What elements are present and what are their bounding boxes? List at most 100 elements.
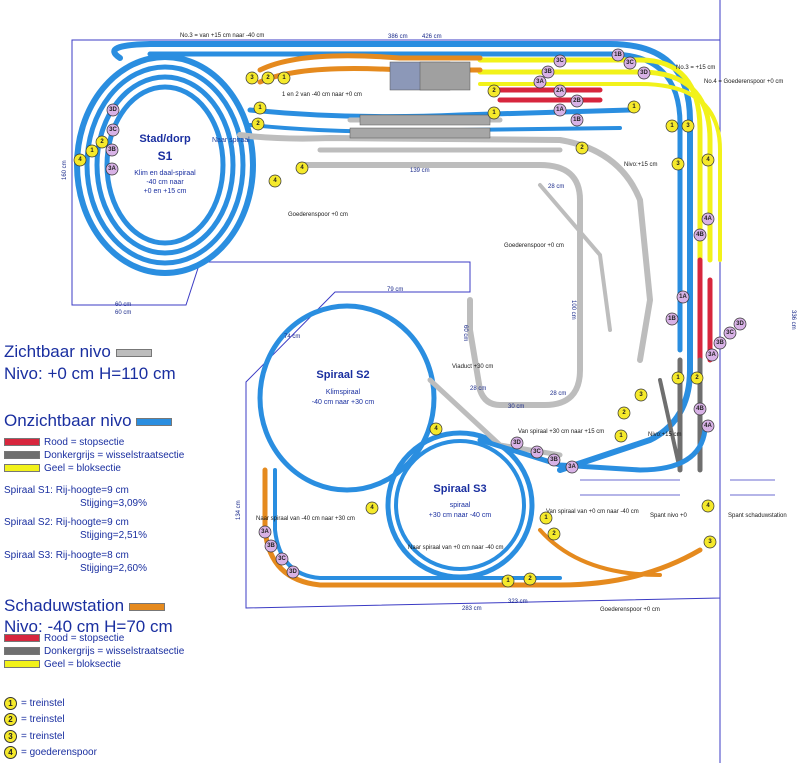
legend-grey-2: Donkergrijs = wisselstraatsectie [4,646,184,657]
spant-nivo: Spant nivo +0 [650,513,688,519]
marker-3d: 3D [286,565,300,579]
svg-text:1: 1 [492,110,496,116]
dim-134: 134 cm [236,500,242,520]
marker-1: 1 [277,71,291,85]
shadow-station-lower [262,427,708,588]
marker-1: 1 [627,100,641,114]
red-desc-2: = stopsectie [70,633,125,644]
marker-3d: 3D [510,436,524,450]
trestles [580,479,775,496]
naar-spiraal-label: Naar spiraal [212,137,250,144]
svg-text:4: 4 [78,157,82,163]
marker-3b: 3B [105,143,119,157]
marker-1a: 1A [676,290,690,304]
marker-1-icon: 1 [4,697,17,710]
yellow-swatch [4,464,40,473]
svg-text:2A: 2A [556,88,564,94]
svg-text:3: 3 [250,75,254,81]
marker-3c: 3C [106,123,120,137]
yellow-swatch-2 [4,660,40,669]
s2-title: Spiraal S2 [316,369,369,381]
dim-60-a: 60 cm [115,302,131,308]
grey-name: Donkergrijs [44,450,95,461]
marker-2: 2 [690,371,704,385]
svg-text:3B: 3B [108,147,116,153]
grey-desc: = wisselstraatsectie [97,450,185,461]
shadow-station-level: Nivo: -40 cm H=70 cm [4,617,173,636]
hidden-swatch [136,417,173,426]
grey-swatch [4,451,40,460]
dim-100: 100 cm [570,300,576,320]
legend-yellow: Geel = bloksectie [4,463,121,474]
marker-1: 1 [671,371,685,385]
marker-1b: 1B [570,113,584,127]
svg-text:4: 4 [273,178,277,184]
marker-3-desc: = treinstel [21,731,65,743]
marker-4a: 4A [701,419,715,433]
svg-text:4A: 4A [704,423,712,429]
marker-3a: 3A [258,525,272,539]
marker-3d: 3D [106,103,120,117]
svg-text:2: 2 [266,75,270,81]
svg-text:2: 2 [256,121,260,127]
s3-line1: spiraal [450,502,471,509]
legend-grey: Donkergrijs = wisselstraatsectie [4,450,184,461]
marker-3: 3 [634,388,648,402]
marker-1: 1 [665,119,679,133]
svg-text:3A: 3A [568,464,576,470]
legend-marker-3: 3= treinstel [4,730,65,743]
marker-3d: 3D [637,66,651,80]
svg-text:3D: 3D [736,321,744,327]
marker-2a: 2A [553,84,567,98]
marker-4: 4 [365,501,379,515]
dim-28: 28 cm [548,184,564,190]
dim-386: 386 cm [388,34,408,40]
svg-text:2B: 2B [573,98,581,104]
svg-text:3C: 3C [533,449,541,455]
svg-text:1A: 1A [679,294,687,300]
svg-text:1: 1 [676,375,680,381]
section-markers: 3D 3C 3B 3A 1B 3C 3C 3B 3D 3A 2A 2B 1A 1… [105,48,747,579]
svg-text:1A: 1A [556,107,564,113]
marker-1: 1 [253,101,267,115]
svg-text:3B: 3B [544,69,552,75]
marker-2b: 2B [570,94,584,108]
marker-2-desc: = treinstel [21,714,65,726]
marker-3: 3 [245,71,259,85]
svg-text:3A: 3A [108,166,116,172]
dim-28c: 28 cm [550,391,566,397]
spiral-s1 [74,54,256,276]
s1-line1: Klim en daal-spiraal [134,170,196,177]
spiral-s2 [257,303,437,493]
svg-text:1: 1 [632,104,636,110]
legend-marker-1: 1= treinstel [4,697,65,710]
svg-text:3C: 3C [556,58,564,64]
yellow-name: Geel [44,463,66,474]
red-name: Rood [44,437,68,448]
visible-level-title: Zichtbaar nivo [4,342,156,362]
visible-swatch [115,348,152,357]
visible-level-title-text: Zichtbaar nivo [4,342,111,361]
marker-1: 1 [614,429,628,443]
svg-text:3C: 3C [626,60,634,66]
marker-1a: 1A [553,103,567,117]
marker-4b: 4B [693,402,707,416]
dim-283: 283 cm [462,606,482,612]
svg-text:3B: 3B [550,457,558,463]
svg-text:3B: 3B [716,340,724,346]
marker-2: 2 [617,406,631,420]
svg-text:2: 2 [695,375,699,381]
s2-slope: Stijging=2,51% [80,530,147,541]
marker-3c: 3C [275,552,289,566]
yellow-name-2: Geel [44,659,66,670]
legend-marker-4: 4= goederenspoor [4,746,97,759]
spant-schaduw: Spant schaduwstation [728,513,787,519]
naar-spiraal-0-40: Naar spiraal van +0 cm naar -40 cm [408,545,504,551]
s3-height: Spiraal S3: Rij-hoogte=8 cm [4,550,129,561]
van-spiraal-label: Van spiraal +30 cm naar +15 cm [518,429,604,435]
dim-74: 74 cm [284,334,300,340]
marker-4: 4 [701,153,715,167]
dim-336: 336 cm [790,310,796,330]
no3-right-label: No.3 = +15 cm [676,65,715,71]
legend-yellow-2: Geel = bloksectie [4,659,121,670]
